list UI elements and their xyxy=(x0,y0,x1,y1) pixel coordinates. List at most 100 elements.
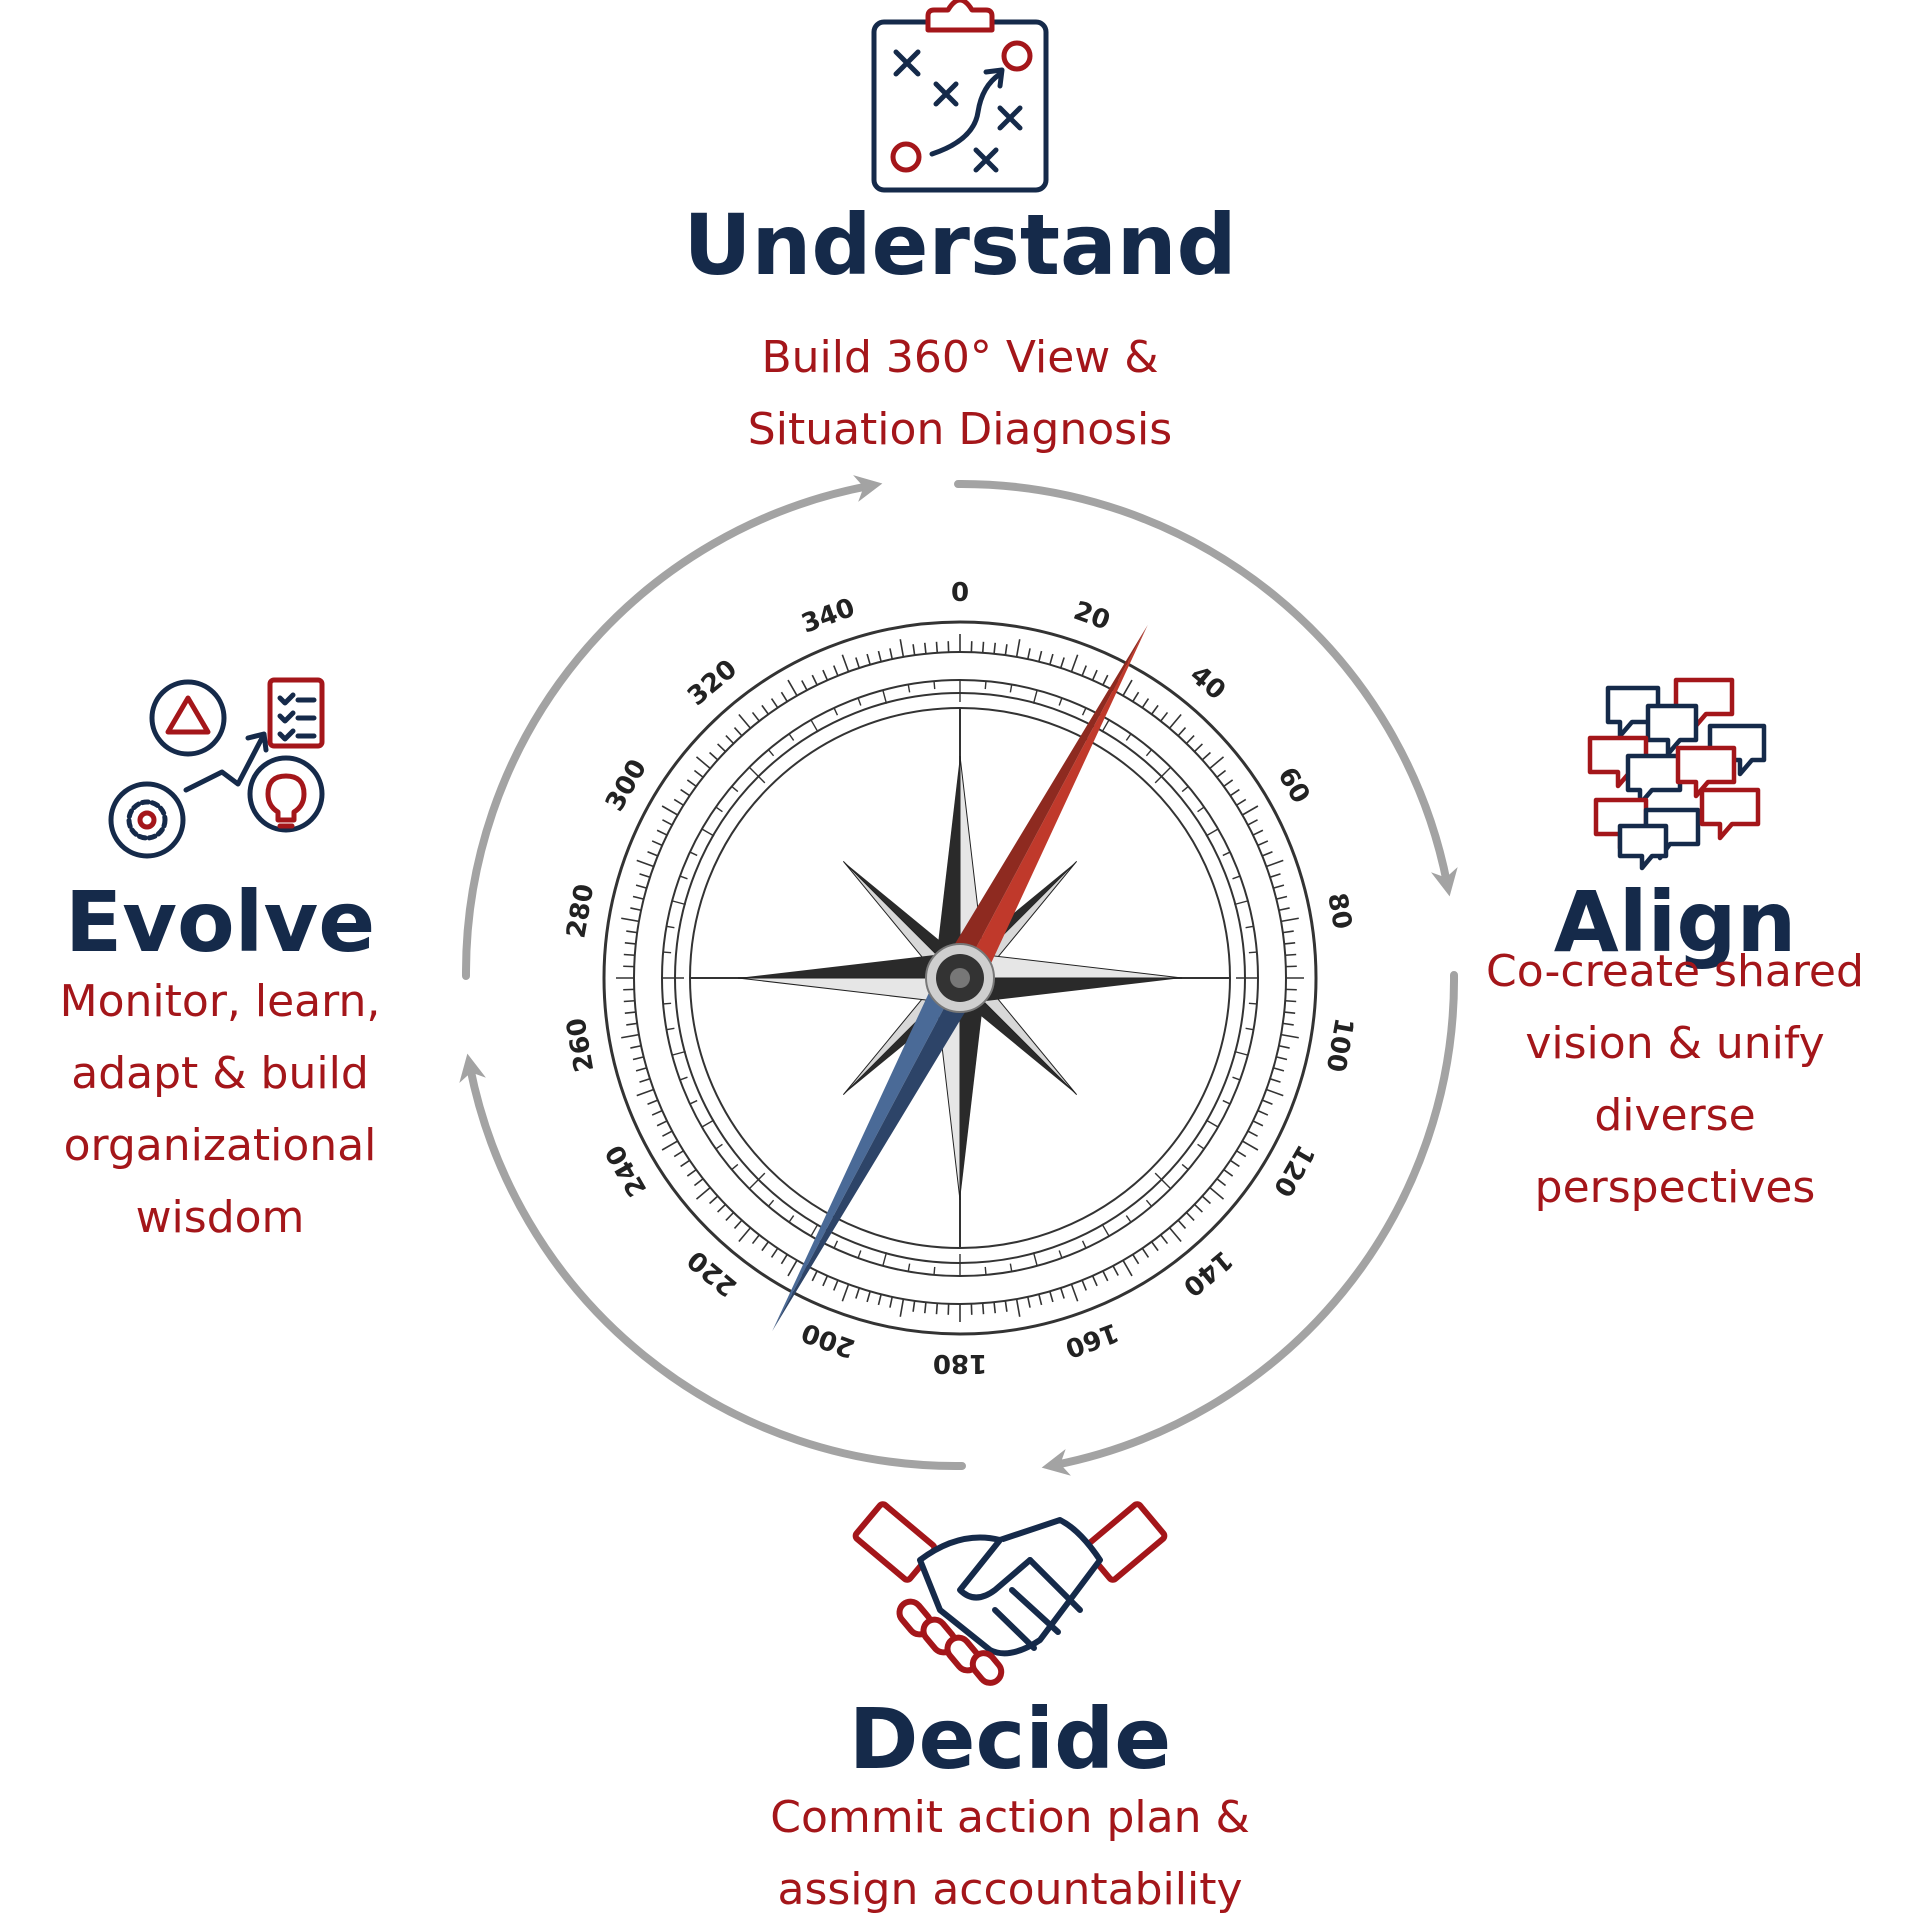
degree-tick xyxy=(636,1068,647,1071)
degree-tick xyxy=(913,1301,915,1312)
degree-tick xyxy=(1262,852,1272,856)
degree-tick xyxy=(1285,1001,1296,1002)
evolve-description: Monitor, learn, adapt & build organizati… xyxy=(10,966,430,1254)
compass: 0204060801001201401601802002202402602803… xyxy=(561,578,1358,1378)
inner-tick xyxy=(789,734,794,741)
degree-tick xyxy=(674,799,683,805)
degree-tick xyxy=(753,1235,760,1244)
degree-tick xyxy=(1161,1235,1168,1244)
degree-tick xyxy=(1236,799,1245,805)
degree-tick xyxy=(696,1188,710,1200)
inner-tick xyxy=(908,685,909,693)
degree-tick xyxy=(624,1001,635,1002)
degree-tick xyxy=(1270,1079,1280,1082)
degree-tick xyxy=(674,1151,683,1157)
inner-tick xyxy=(985,681,986,689)
inner-tick xyxy=(934,681,935,689)
inner-tick xyxy=(858,1251,861,1259)
inner-tick xyxy=(1146,750,1151,756)
degree-tick xyxy=(637,860,654,866)
inner-tick xyxy=(1146,1200,1151,1206)
understand-description: Build 360° View & Situation Diagnosis xyxy=(560,322,1360,466)
degree-tick xyxy=(1210,1188,1224,1200)
inner-tick xyxy=(1246,1028,1254,1029)
inner-tick xyxy=(834,1241,837,1248)
degree-tick xyxy=(1195,1204,1203,1212)
degree-tick xyxy=(1186,1213,1194,1221)
degree-tick xyxy=(788,680,797,696)
degree-tick xyxy=(625,1012,636,1013)
degree-tick xyxy=(878,651,881,662)
degree-tick xyxy=(1186,736,1194,744)
degree-tick xyxy=(726,1213,734,1221)
degree-tick xyxy=(842,1284,848,1301)
degree-tick xyxy=(1279,908,1290,910)
degree-tick xyxy=(1285,954,1296,955)
degree-tick xyxy=(1005,644,1007,655)
degree-tick xyxy=(1178,728,1185,736)
understand-description-line: Situation Diagnosis xyxy=(560,394,1360,466)
degree-tick xyxy=(630,1046,641,1048)
degree-tick xyxy=(890,1297,892,1308)
degree-tick xyxy=(1266,860,1283,866)
degree-tick xyxy=(900,639,903,657)
dial-label: 20 xyxy=(1070,596,1114,637)
decide-description: Commit action plan & assign accountabili… xyxy=(660,1782,1360,1926)
inner-tick xyxy=(1198,1144,1205,1149)
inner-tick xyxy=(1249,1003,1257,1004)
degree-tick xyxy=(936,642,937,653)
degree-tick xyxy=(1133,1254,1139,1263)
degree-tick xyxy=(1258,1111,1268,1115)
degree-tick xyxy=(1242,1141,1258,1150)
degree-tick xyxy=(867,654,870,665)
degree-tick xyxy=(626,931,637,933)
degree-tick xyxy=(1248,1131,1258,1136)
inner-tick xyxy=(1206,1120,1218,1127)
inner-tick xyxy=(834,708,837,715)
degree-tick xyxy=(710,753,718,760)
inner-tick xyxy=(1246,926,1254,927)
degree-tick xyxy=(637,1089,654,1095)
degree-tick xyxy=(1161,712,1168,721)
inner-tick xyxy=(1034,690,1038,704)
inner-tick xyxy=(1083,1241,1086,1248)
degree-tick xyxy=(735,728,742,736)
degree-tick xyxy=(936,1303,937,1314)
inner-tick xyxy=(1206,829,1218,836)
degree-tick xyxy=(994,643,995,654)
degree-tick xyxy=(762,705,768,714)
degree-tick xyxy=(1284,1012,1295,1013)
degree-tick xyxy=(1142,699,1148,708)
dial-label: 40 xyxy=(1184,660,1231,706)
inner-tick xyxy=(680,1077,688,1080)
degree-tick xyxy=(1230,1160,1239,1166)
degree-tick xyxy=(636,885,647,888)
degree-tick xyxy=(1071,1284,1077,1301)
degree-tick xyxy=(788,1260,797,1276)
align-description-line: perspectives xyxy=(1440,1152,1910,1224)
inner-tick xyxy=(667,926,675,927)
inner-tick xyxy=(716,807,723,812)
degree-tick xyxy=(1273,1068,1284,1071)
degree-tick xyxy=(1061,657,1064,667)
degree-tick xyxy=(1258,841,1268,845)
degree-tick xyxy=(1005,1301,1007,1312)
align-description: Co-create shared vision & unify diverse … xyxy=(1440,936,1910,1224)
degree-tick xyxy=(1061,1288,1064,1298)
evolve-description-line: wisdom xyxy=(10,1182,430,1254)
degree-tick xyxy=(983,1303,984,1314)
evolve-description-line: adapt & build xyxy=(10,1038,430,1110)
growth-cycle-icon xyxy=(111,680,322,856)
dial-label: 300 xyxy=(600,754,653,816)
degree-tick xyxy=(639,874,649,877)
strategy-clipboard-icon xyxy=(874,0,1046,190)
degree-tick xyxy=(1017,1299,1020,1317)
degree-tick xyxy=(1224,1170,1233,1176)
degree-tick xyxy=(925,643,926,654)
degree-tick xyxy=(867,1291,870,1302)
evolve-description-line: organizational xyxy=(10,1110,430,1182)
degree-tick xyxy=(856,1288,859,1298)
understand-description-line: Build 360° View & xyxy=(560,322,1360,394)
degree-tick xyxy=(1113,1266,1118,1276)
inner-tick xyxy=(1083,708,1086,715)
